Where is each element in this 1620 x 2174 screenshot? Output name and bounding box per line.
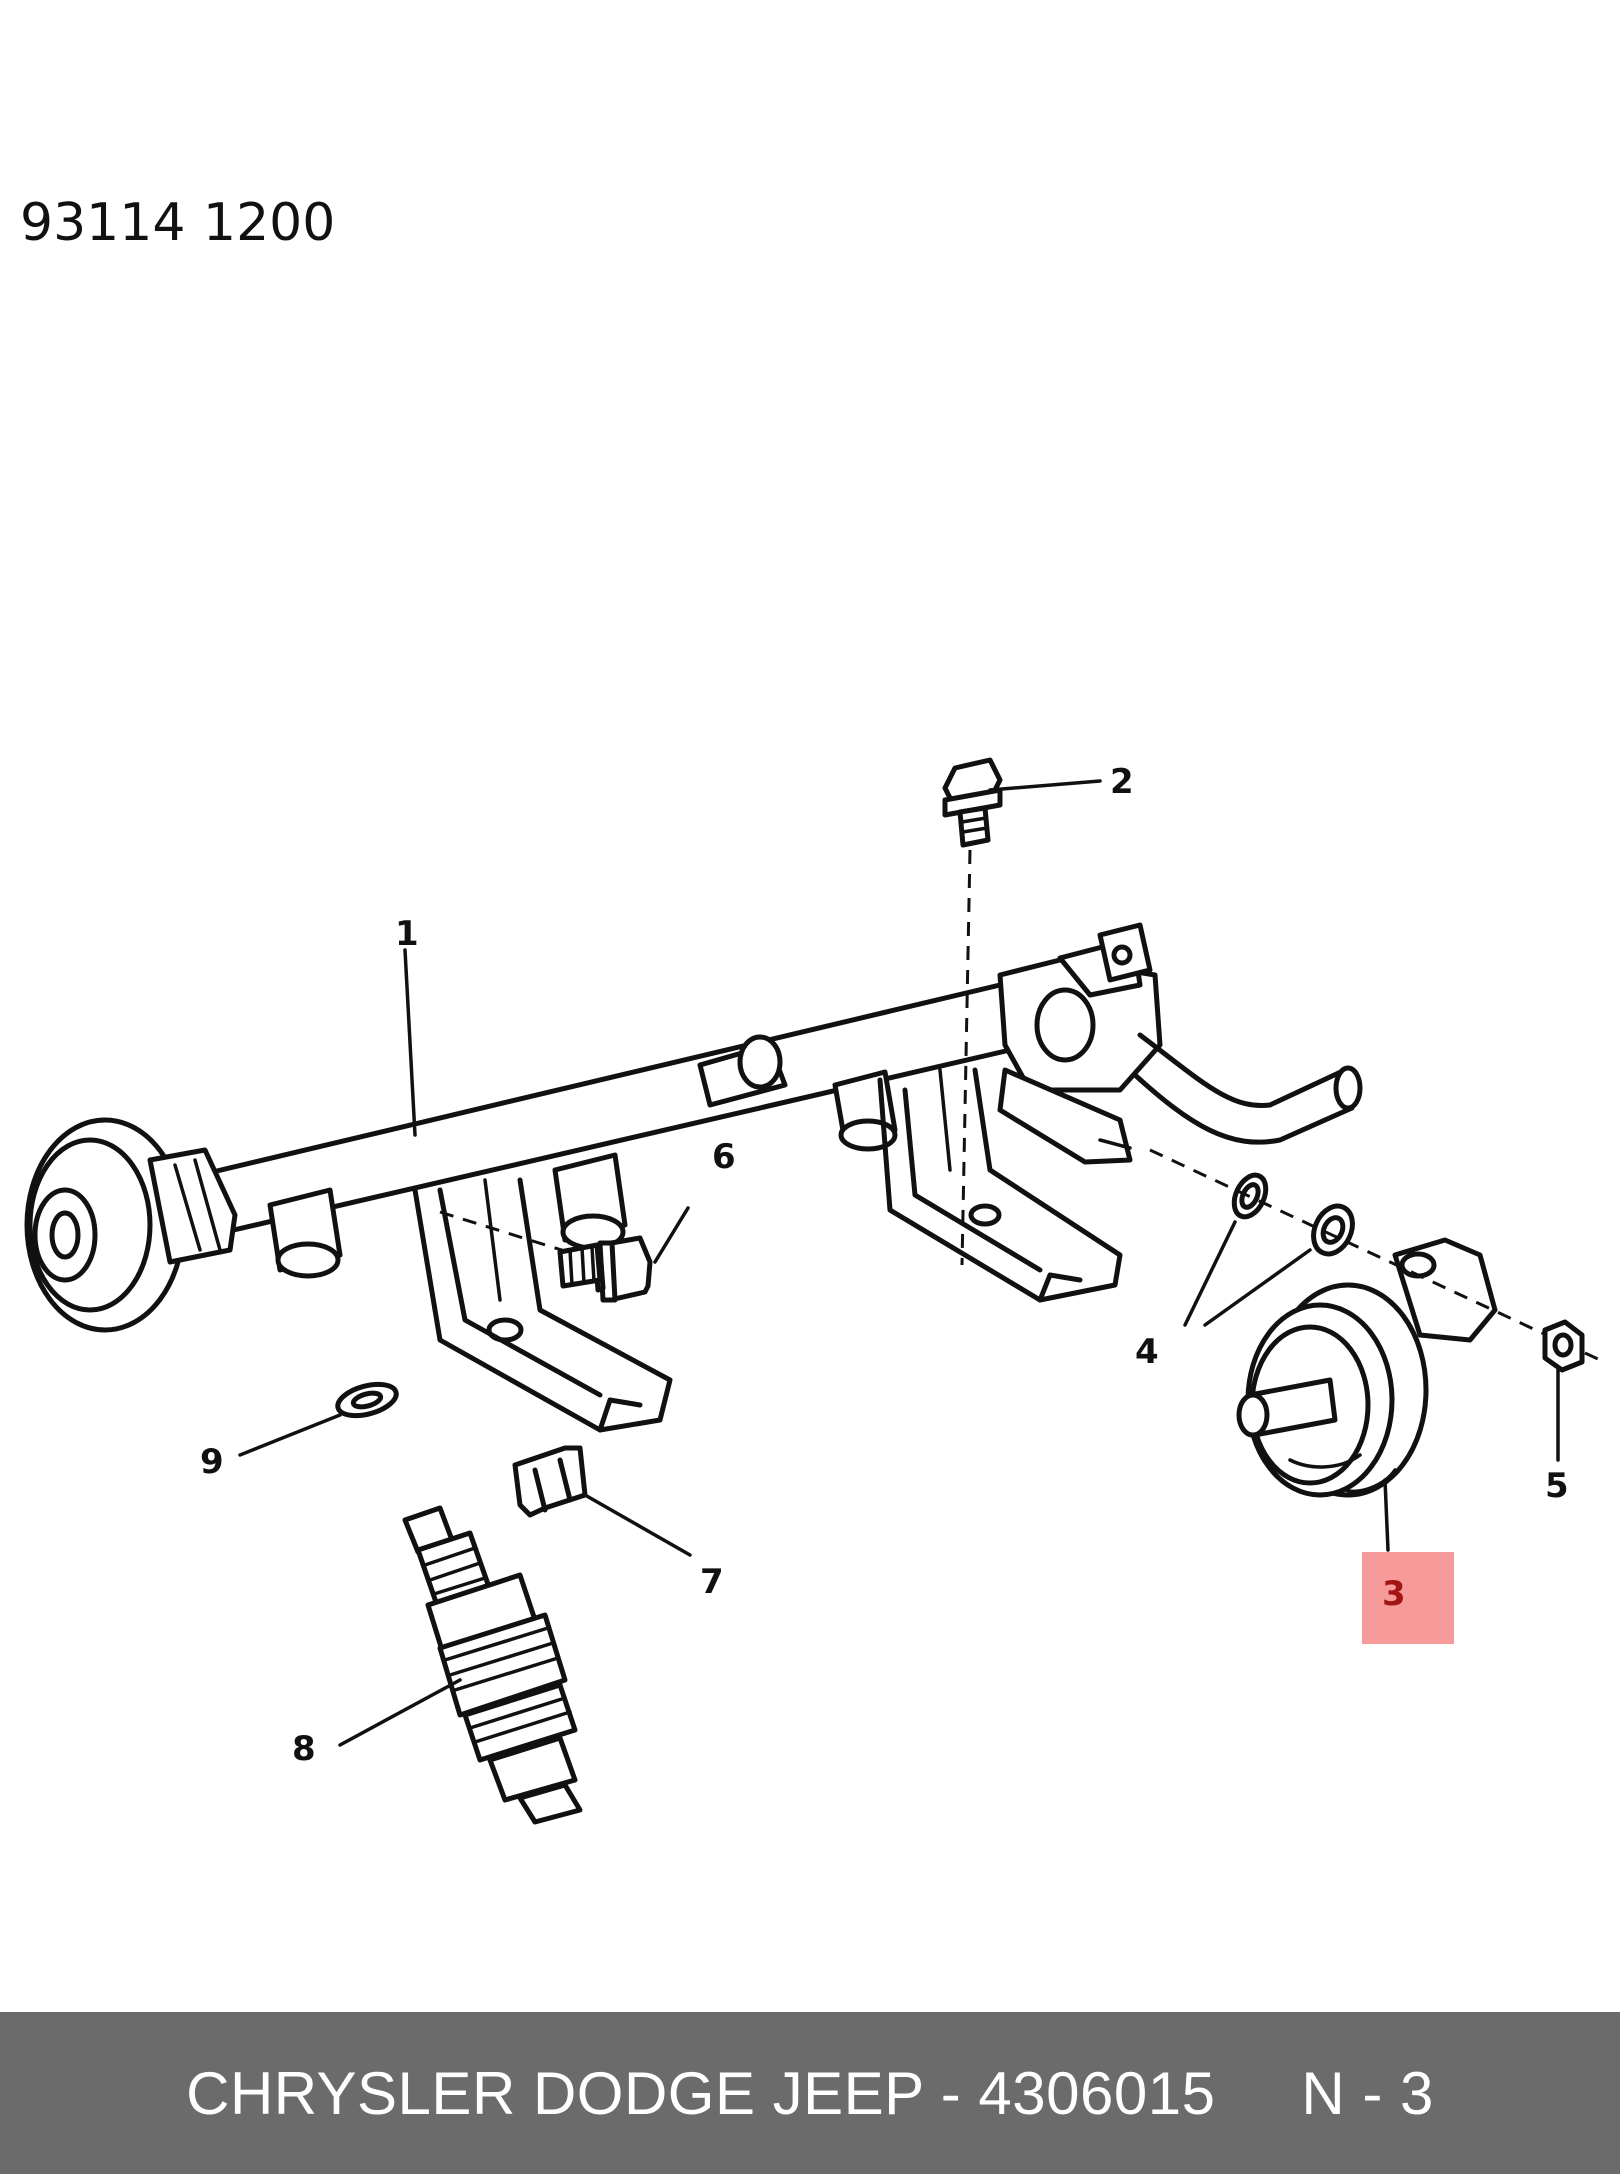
bracket-bolt-drawing bbox=[439, 1210, 653, 1303]
o-rings-drawing bbox=[1149, 1148, 1601, 1362]
callout-9[interactable]: 9 bbox=[200, 1442, 224, 1482]
clip-drawing bbox=[512, 1445, 588, 1518]
callout-1[interactable]: 1 bbox=[395, 914, 419, 954]
fuel-injector-drawing bbox=[402, 1505, 583, 1825]
callout-2[interactable]: 2 bbox=[1110, 762, 1134, 802]
callout-3[interactable]: 3 bbox=[1382, 1574, 1406, 1614]
callout-7[interactable]: 7 bbox=[700, 1562, 724, 1602]
diagram-code-right: 1200 bbox=[203, 193, 335, 253]
leader-lines bbox=[238, 779, 1560, 1747]
callout-4[interactable]: 4 bbox=[1135, 1332, 1159, 1372]
footer-part-label: CHRYSLER DODGE JEEP - 4306015 N - 3 bbox=[186, 2059, 1434, 2127]
footer-bar: CHRYSLER DODGE JEEP - 4306015 N - 3 bbox=[0, 2012, 1620, 2174]
fuel-rail-drawing bbox=[24, 922, 1363, 1433]
pressure-regulator-drawing bbox=[1236, 1237, 1498, 1498]
washer-drawing bbox=[335, 1381, 399, 1419]
callout-3-highlight bbox=[1362, 1552, 1454, 1644]
callout-6[interactable]: 6 bbox=[712, 1137, 736, 1177]
parts-diagram: 93114 1200 bbox=[20, 193, 1601, 1825]
diagram-code-left: 93114 bbox=[20, 193, 185, 253]
callout-5[interactable]: 5 bbox=[1545, 1466, 1569, 1506]
callout-8[interactable]: 8 bbox=[292, 1729, 316, 1769]
bolt-drawing bbox=[942, 757, 1003, 1266]
nut-drawing bbox=[1542, 1319, 1585, 1373]
